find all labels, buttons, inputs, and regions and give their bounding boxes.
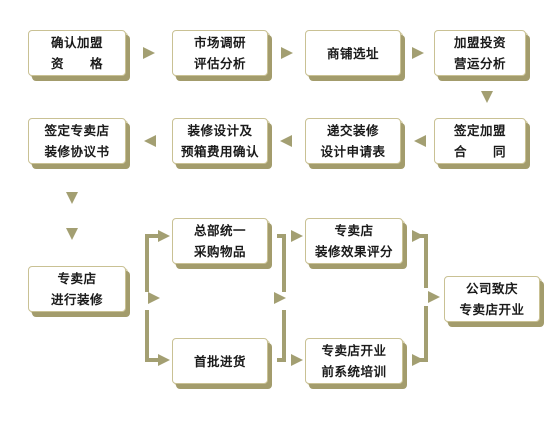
connector-line <box>145 310 160 362</box>
step-label: 确认加盟资 格 <box>50 35 103 71</box>
arrow-left-icon <box>414 135 426 147</box>
step-shop-site-selection: 商铺选址 <box>305 30 401 76</box>
step-label: 商铺选址 <box>326 45 379 61</box>
arrow-right-icon <box>148 292 160 304</box>
step-investment-analysis: 加盟投资营运分析 <box>434 30 526 76</box>
step-submit-decoration-application: 递交装修设计申请表 <box>305 118 401 164</box>
connector-line <box>277 234 286 292</box>
step-label: 递交装修设计申请表 <box>320 123 386 159</box>
step-label: 签定加盟合 同 <box>453 123 506 159</box>
arrow-right-icon <box>158 230 170 242</box>
arrow-right-icon <box>412 354 424 366</box>
connector-line <box>145 234 160 292</box>
step-label: 总部统一采购物品 <box>193 223 246 259</box>
arrow-right-icon <box>428 291 440 303</box>
step-label: 装修设计及预箱费用确认 <box>180 123 259 159</box>
step-sign-contract: 签定加盟合 同 <box>434 118 526 164</box>
step-label: 首批进货 <box>193 353 246 369</box>
step-design-budget-confirmation: 装修设计及预箱费用确认 <box>172 118 268 164</box>
step-company-congratulates-opening: 公司致庆专卖店开业 <box>444 276 540 322</box>
step-label: 专卖店装修效果评分 <box>314 223 393 259</box>
arrow-down-icon <box>481 91 493 103</box>
step-first-stock-in: 首批进货 <box>172 338 268 384</box>
step-label: 加盟投资营运分析 <box>453 35 506 71</box>
step-label: 签定专卖店装修协议书 <box>44 123 110 159</box>
step-label: 专卖店进行装修 <box>50 271 103 307</box>
connector-line <box>277 310 286 362</box>
step-confirm-qualification: 确认加盟资 格 <box>28 30 126 76</box>
arrow-right-icon <box>291 230 303 242</box>
step-store-decoration: 专卖店进行装修 <box>28 266 126 312</box>
arrow-right-icon <box>274 292 286 304</box>
connector-line <box>412 306 428 362</box>
connector-line <box>412 234 428 288</box>
arrow-right-icon <box>158 354 170 366</box>
arrow-down-icon <box>66 228 78 240</box>
step-sign-decoration-agreement: 签定专卖店装修协议书 <box>28 118 126 164</box>
arrow-right-icon <box>143 47 155 59</box>
arrow-right-icon <box>412 47 424 59</box>
step-market-research: 市场调研评估分析 <box>172 30 268 76</box>
step-label: 市场调研评估分析 <box>193 35 246 71</box>
step-hq-unified-purchase: 总部统一采购物品 <box>172 218 268 264</box>
arrow-left-icon <box>144 135 156 147</box>
arrow-down-icon <box>66 192 78 204</box>
step-decoration-evaluation: 专卖店装修效果评分 <box>305 218 403 264</box>
step-pre-opening-training: 专卖店开业前系统培训 <box>305 338 403 384</box>
arrow-right-icon <box>412 230 424 242</box>
step-label: 公司致庆专卖店开业 <box>459 281 525 317</box>
arrow-left-icon <box>280 135 292 147</box>
arrow-right-icon <box>291 354 303 366</box>
arrow-right-icon <box>281 47 293 59</box>
step-label: 专卖店开业前系统培训 <box>321 343 387 379</box>
